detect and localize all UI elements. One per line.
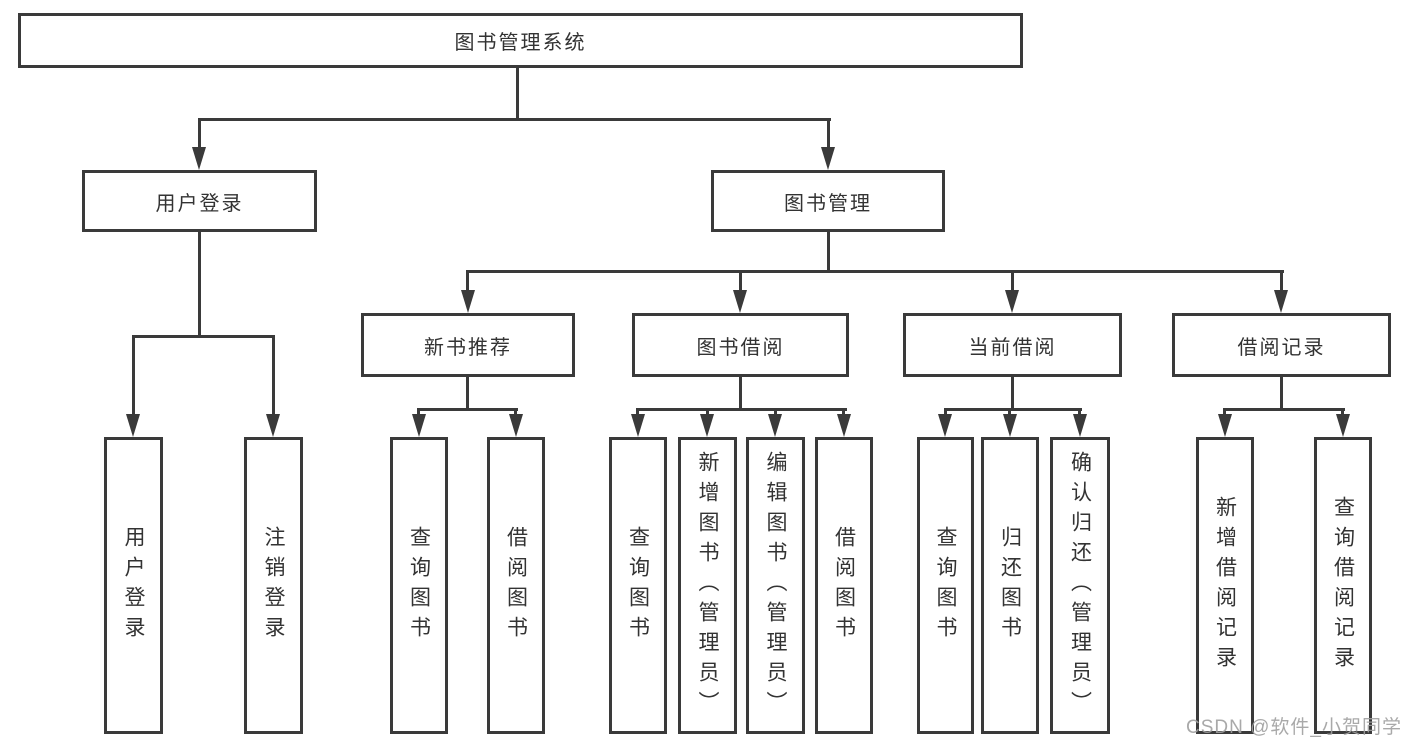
node-label: 图书借阅 bbox=[696, 336, 785, 359]
leaf-add-borrow-record: 新增借阅记录 bbox=[1196, 437, 1254, 734]
node-user-login: 用户登录 bbox=[82, 170, 317, 232]
connector-drop-leaf bbox=[514, 408, 517, 418]
leaf-confirm-return-admin: 确认归还（管理员） bbox=[1050, 437, 1110, 734]
connector-drop-new-book-recommend bbox=[466, 270, 469, 294]
connector-drop-leaf bbox=[842, 408, 845, 418]
leaf-borrow-books-recommend: 借阅图书 bbox=[487, 437, 545, 734]
connector-user-login-bar bbox=[132, 335, 275, 338]
connector-drop-leaf bbox=[774, 408, 777, 418]
connector-new-book-recommend-stem bbox=[466, 377, 469, 411]
connector-drop-leaf bbox=[636, 408, 639, 418]
leaf-query-books-current: 查询图书 bbox=[917, 437, 974, 734]
node-new-book-recommend: 新书推荐 bbox=[361, 313, 575, 377]
arrowhead-down-icon bbox=[821, 147, 835, 170]
csdn-watermark: CSDN @软件_小贺同学 bbox=[1186, 717, 1402, 738]
leaf-borrow-books-borrowing: 借阅图书 bbox=[815, 437, 873, 734]
connector-borrowing-records-bar bbox=[1224, 408, 1345, 411]
arrowhead-down-icon bbox=[509, 414, 523, 437]
arrowhead-down-icon bbox=[631, 414, 645, 437]
connector-drop-leaf bbox=[706, 408, 709, 418]
leaf-logout: 注销登录 bbox=[244, 437, 303, 734]
connector-level3-bar bbox=[467, 270, 1284, 273]
leaf-label: 确认归还（管理员） bbox=[1068, 450, 1092, 721]
node-current-borrowing: 当前借阅 bbox=[903, 313, 1122, 377]
connector-book-management-stem bbox=[827, 232, 830, 272]
arrowhead-down-icon bbox=[1005, 290, 1019, 313]
connector-drop-leaf-logout bbox=[272, 335, 275, 417]
connector-drop-book-borrowing bbox=[739, 270, 742, 294]
node-library-management-system: 图书管理系统 bbox=[18, 13, 1023, 68]
leaf-label: 用户登录 bbox=[122, 525, 145, 646]
arrowhead-down-icon bbox=[1073, 414, 1087, 437]
connector-current-borrowing-stem bbox=[1011, 377, 1014, 411]
arrowhead-down-icon bbox=[768, 414, 782, 437]
connector-drop-leaf-user-login bbox=[132, 335, 135, 417]
node-label: 当前借阅 bbox=[968, 336, 1057, 359]
arrowhead-down-icon bbox=[126, 414, 140, 437]
node-borrowing-records: 借阅记录 bbox=[1172, 313, 1391, 377]
connector-new-book-recommend-bar bbox=[418, 408, 518, 411]
leaf-query-borrow-record: 查询借阅记录 bbox=[1314, 437, 1372, 734]
leaf-query-books-recommend: 查询图书 bbox=[390, 437, 448, 734]
connector-level1-bar bbox=[198, 118, 831, 121]
leaf-label: 新增借阅记录 bbox=[1213, 495, 1237, 676]
leaf-label: 查询图书 bbox=[934, 525, 957, 646]
node-label: 图书管理系统 bbox=[454, 32, 587, 54]
arrowhead-down-icon bbox=[1218, 414, 1232, 437]
arrowhead-down-icon bbox=[733, 290, 747, 313]
connector-drop-book-management bbox=[827, 118, 830, 150]
connector-root-stem bbox=[516, 68, 519, 120]
connector-book-borrowing-stem bbox=[739, 377, 742, 411]
node-label: 新书推荐 bbox=[424, 336, 512, 359]
arrowhead-down-icon bbox=[938, 414, 952, 437]
leaf-label: 借阅图书 bbox=[832, 525, 856, 646]
connector-drop-leaf bbox=[1078, 408, 1081, 418]
connector-drop-borrowing-records bbox=[1280, 270, 1283, 294]
arrowhead-down-icon bbox=[1336, 414, 1350, 437]
connector-user-login-stem bbox=[198, 232, 201, 337]
node-label: 借阅记录 bbox=[1237, 336, 1326, 359]
connector-drop-leaf bbox=[1223, 408, 1226, 418]
arrowhead-down-icon bbox=[461, 290, 475, 313]
connector-current-borrowing-bar bbox=[944, 408, 1082, 411]
node-label: 用户登录 bbox=[155, 192, 244, 215]
leaf-label: 新增图书（管理员） bbox=[696, 450, 719, 721]
connector-drop-leaf bbox=[1008, 408, 1011, 418]
node-book-management: 图书管理 bbox=[711, 170, 945, 232]
leaf-user-login: 用户登录 bbox=[104, 437, 163, 734]
node-label: 图书管理 bbox=[784, 192, 872, 215]
leaf-label: 归还图书 bbox=[998, 525, 1022, 646]
leaf-label: 查询借阅记录 bbox=[1331, 495, 1355, 676]
arrowhead-down-icon bbox=[192, 147, 206, 170]
node-book-borrowing: 图书借阅 bbox=[632, 313, 849, 377]
arrowhead-down-icon bbox=[412, 414, 426, 437]
connector-borrowing-records-stem bbox=[1280, 377, 1283, 411]
leaf-return-book: 归还图书 bbox=[981, 437, 1039, 734]
connector-book-borrowing-bar bbox=[637, 408, 847, 411]
leaf-label: 注销登录 bbox=[262, 525, 285, 646]
connector-drop-leaf bbox=[1341, 408, 1344, 418]
leaf-edit-book-admin: 编辑图书（管理员） bbox=[746, 437, 805, 734]
leaf-label: 编辑图书（管理员） bbox=[764, 450, 787, 721]
leaf-label: 查询图书 bbox=[626, 525, 650, 646]
connector-drop-current-borrowing bbox=[1011, 270, 1014, 294]
connector-drop-user-login bbox=[198, 118, 201, 150]
arrowhead-down-icon bbox=[266, 414, 280, 437]
arrowhead-down-icon bbox=[837, 414, 851, 437]
connector-drop-leaf bbox=[417, 408, 420, 418]
leaf-add-book-admin: 新增图书（管理员） bbox=[678, 437, 737, 734]
leaf-query-books-borrowing: 查询图书 bbox=[609, 437, 667, 734]
arrowhead-down-icon bbox=[1274, 290, 1288, 313]
arrowhead-down-icon bbox=[1003, 414, 1017, 437]
leaf-label: 借阅图书 bbox=[504, 525, 528, 646]
leaf-label: 查询图书 bbox=[407, 525, 431, 646]
connector-drop-leaf bbox=[944, 408, 947, 418]
arrowhead-down-icon bbox=[700, 414, 714, 437]
